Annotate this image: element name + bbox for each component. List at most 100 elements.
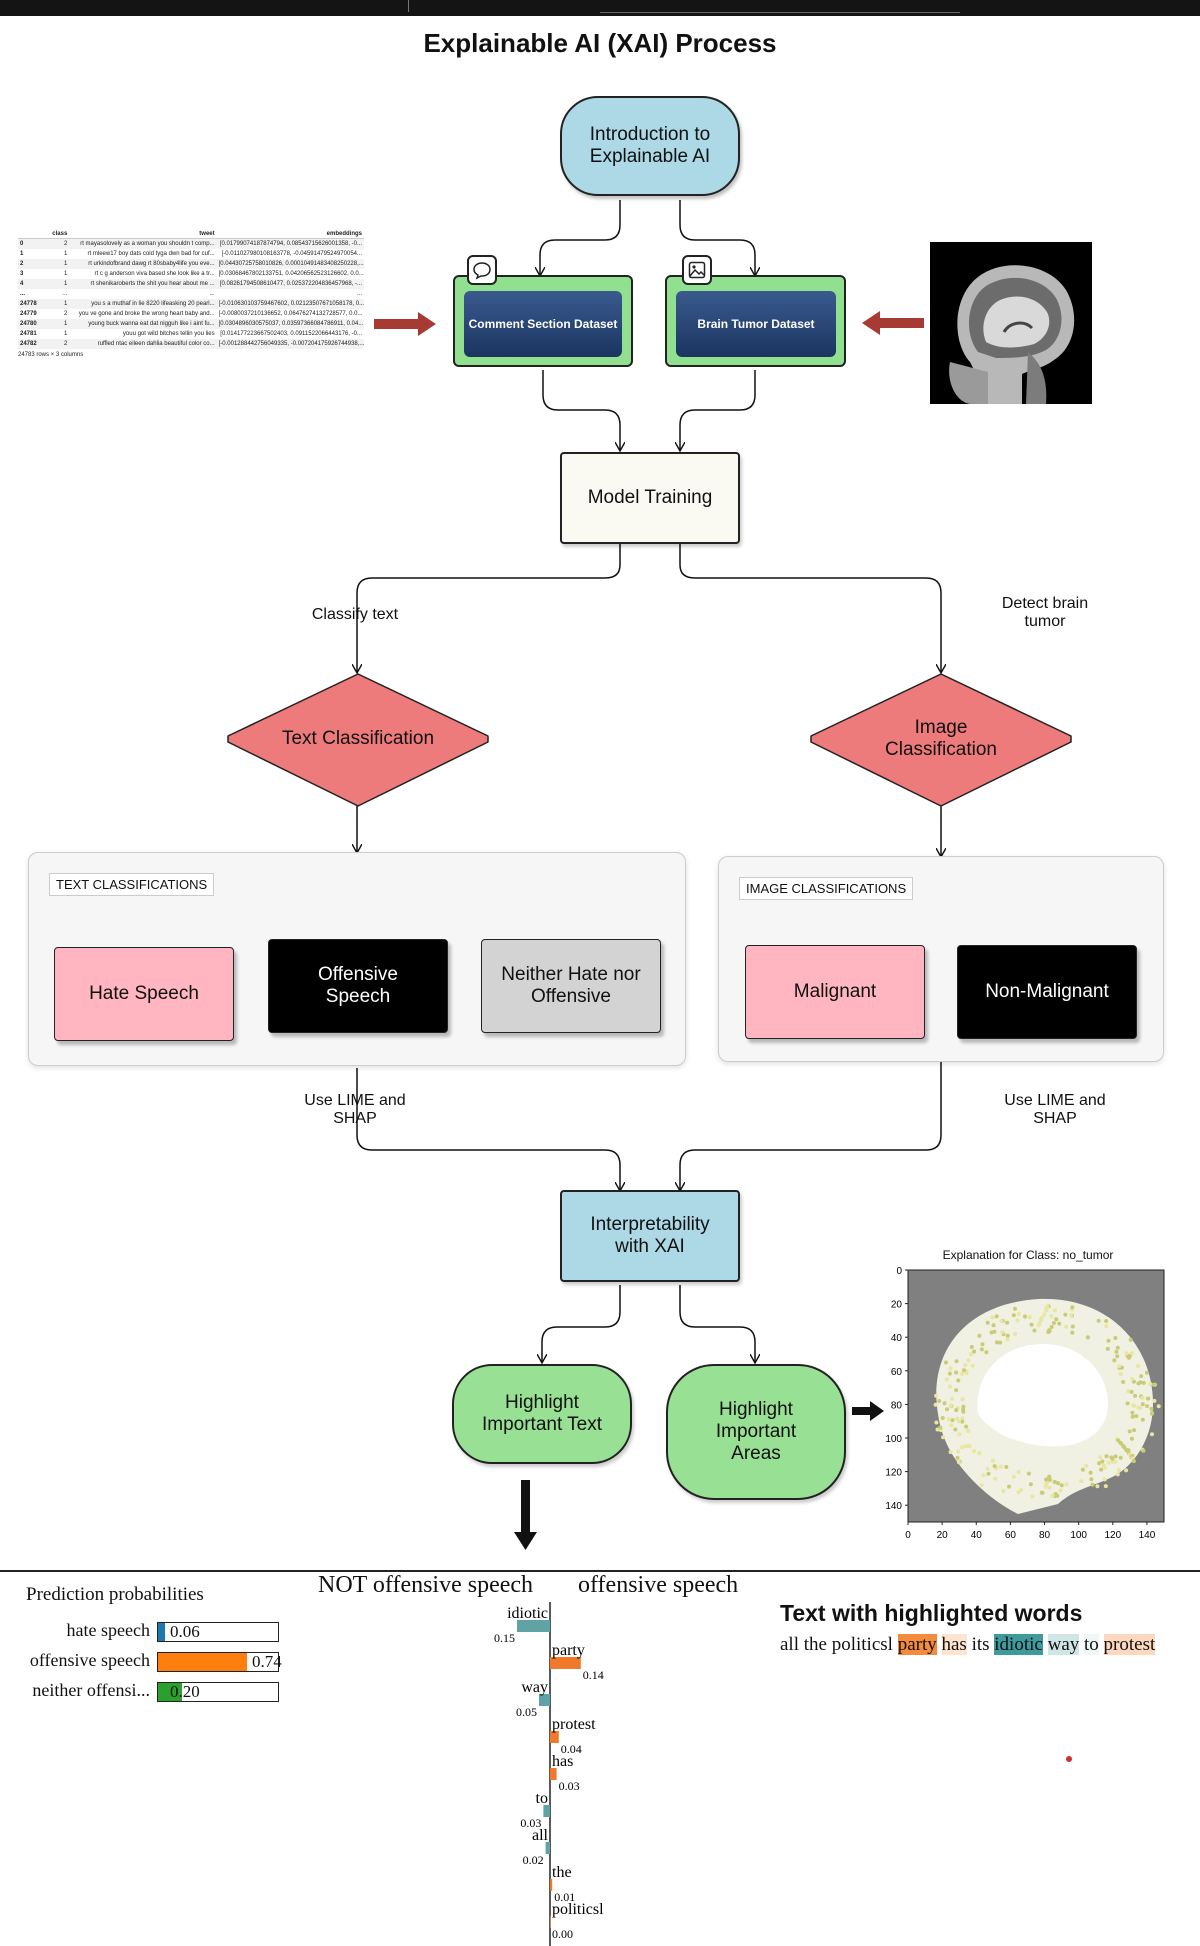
node-highlight-text[interactable]: Highlight Important Text bbox=[452, 1364, 632, 1464]
heatmap-speckle bbox=[954, 1359, 959, 1364]
feature-bar bbox=[550, 1879, 553, 1891]
red-arrow-left bbox=[374, 312, 436, 336]
table-cell: [-0.001288442756049335, -0.0072041759267… bbox=[218, 341, 364, 347]
heatmap-speckle bbox=[1130, 1414, 1135, 1419]
node-image-classification[interactable] bbox=[807, 672, 1075, 808]
heatmap-speckle bbox=[962, 1368, 966, 1373]
image-panel-tag: IMAGE CLASSIFICATIONS bbox=[739, 877, 914, 900]
heatmap-speckle bbox=[1084, 1463, 1089, 1468]
heatmap-speckle bbox=[935, 1427, 940, 1432]
heatmap-speckle bbox=[1117, 1364, 1122, 1369]
class-malignant[interactable]: Malignant bbox=[745, 945, 925, 1039]
feature-word: all bbox=[532, 1827, 549, 1844]
heatmap-speckle bbox=[1049, 1314, 1054, 1319]
feature-value: 0.03 bbox=[559, 1779, 580, 1793]
table-cell: [0.0304896030575037, 0.03597366084786911… bbox=[218, 321, 364, 327]
heatmap-speckle bbox=[1069, 1313, 1074, 1318]
heatmap-speckle bbox=[1039, 1315, 1044, 1320]
table-cell: [-0.010630103759467602, 0.02123507671058… bbox=[218, 301, 364, 307]
table-cell: 1 bbox=[63, 331, 68, 337]
heatmap-speckle bbox=[964, 1424, 969, 1429]
heatmap-speckle bbox=[1115, 1345, 1120, 1350]
class-malignant-label: Malignant bbox=[793, 981, 877, 1002]
heatmap-speckle bbox=[998, 1464, 1003, 1469]
heatmap-speckle bbox=[948, 1366, 953, 1371]
node-comment-dataset[interactable]: Comment Section Dataset bbox=[453, 275, 633, 367]
node-highlight-areas[interactable]: Highlight Important Areas bbox=[666, 1364, 846, 1500]
class-non-malignant[interactable]: Non-Malignant bbox=[957, 945, 1137, 1039]
feature-value: 0.05 bbox=[516, 1705, 537, 1719]
heatmap-speckle bbox=[1130, 1377, 1135, 1381]
heatmap-speckle bbox=[980, 1342, 985, 1347]
feature-word: protest bbox=[552, 1716, 596, 1733]
node-intro[interactable]: Introduction to Explainable AI bbox=[560, 96, 740, 196]
class-neither[interactable]: Neither Hate nor Offensive bbox=[481, 939, 661, 1033]
sentence-word: protest bbox=[1103, 1634, 1156, 1655]
table-cell: 1 bbox=[20, 251, 24, 257]
black-arrow-right bbox=[852, 1401, 884, 1421]
table-cell: rt urkindofbrand dawg rt 80sbaby4life yo… bbox=[88, 261, 215, 267]
heatmap-speckle bbox=[963, 1444, 968, 1449]
heatmap-speckle bbox=[1011, 1474, 1016, 1479]
table-cell: 24779 bbox=[20, 311, 37, 317]
table-header-cell: embeddings bbox=[216, 230, 364, 239]
heatmap-speckle bbox=[1095, 1484, 1100, 1489]
heatmap-speckle bbox=[956, 1449, 961, 1454]
sentence-word: party bbox=[897, 1634, 937, 1655]
heatmap-speckle bbox=[1140, 1417, 1145, 1422]
heatmap-y-tick: 20 bbox=[891, 1300, 903, 1311]
edge-intro-to-brain bbox=[679, 200, 755, 275]
heatmap-speckle bbox=[1103, 1484, 1108, 1489]
heatmap-speckle bbox=[1144, 1370, 1149, 1375]
node-interpretability[interactable]: Interpretability with XAI bbox=[560, 1190, 740, 1282]
heatmap-speckle bbox=[1079, 1479, 1084, 1484]
table-cell: [0.08261794508610477, 0.0253722048364579… bbox=[219, 281, 362, 287]
node-brain-dataset[interactable]: Brain Tumor Dataset bbox=[665, 275, 846, 367]
class-neither-label: Neither Hate nor Offensive bbox=[501, 964, 641, 1007]
lime-highlighted-sentence: all the politicsl party has its idiotic … bbox=[780, 1634, 1200, 1656]
heatmap-speckle bbox=[1096, 1318, 1101, 1323]
heatmap-speckle bbox=[961, 1409, 966, 1414]
class-hate-speech[interactable]: Hate Speech bbox=[54, 947, 234, 1041]
node-text-classification[interactable] bbox=[224, 672, 492, 808]
heatmap-speckle bbox=[1124, 1351, 1129, 1356]
table-cell: 1 bbox=[63, 321, 68, 327]
lime-not-label: NOT offensive speech bbox=[318, 1572, 534, 1598]
heatmap-speckle bbox=[1064, 1482, 1069, 1487]
node-text-classification-label: Text Classification bbox=[281, 728, 435, 749]
heatmap-speckle bbox=[1048, 1477, 1052, 1482]
speech-bubble-icon bbox=[467, 255, 497, 285]
prob-label: hate speech bbox=[66, 1620, 150, 1640]
node-comment-dataset-label: Comment Section Dataset bbox=[468, 317, 618, 331]
heatmap-speckle bbox=[1019, 1488, 1023, 1493]
table-cell: 1 bbox=[63, 301, 68, 307]
table-header-cell: class bbox=[44, 230, 70, 239]
table-cell: ... bbox=[20, 291, 26, 297]
heatmap-speckle bbox=[1104, 1454, 1109, 1459]
heatmap-speckle bbox=[960, 1372, 965, 1376]
heatmap-speckle bbox=[966, 1358, 971, 1363]
feature-word: politicsl bbox=[552, 1901, 604, 1918]
node-model-training[interactable]: Model Training bbox=[560, 452, 740, 544]
heatmap-speckle bbox=[1113, 1454, 1118, 1459]
table-cell: young buck wanna eat dat nigguh like i a… bbox=[88, 321, 215, 327]
heatmap-speckle bbox=[1129, 1436, 1134, 1441]
heatmap-speckle bbox=[1085, 1335, 1090, 1340]
table-cell: ... bbox=[209, 291, 215, 297]
heatmap-speckle bbox=[1004, 1465, 1009, 1469]
class-offensive-speech-label: Offensive Speech bbox=[318, 964, 398, 1007]
table-cell: 4 bbox=[20, 281, 24, 287]
feature-bar bbox=[550, 1768, 557, 1780]
prob-value: 0.06 bbox=[170, 1622, 200, 1641]
heatmap-speckle bbox=[1121, 1380, 1126, 1384]
class-offensive-speech[interactable]: Offensive Speech bbox=[268, 939, 448, 1033]
heatmap-speckle bbox=[1115, 1472, 1120, 1477]
edge-training-to-image bbox=[679, 542, 941, 672]
heatmap-speckle bbox=[1011, 1313, 1016, 1318]
feature-word: to bbox=[536, 1790, 548, 1807]
heatmap-speckle bbox=[1000, 1330, 1005, 1335]
